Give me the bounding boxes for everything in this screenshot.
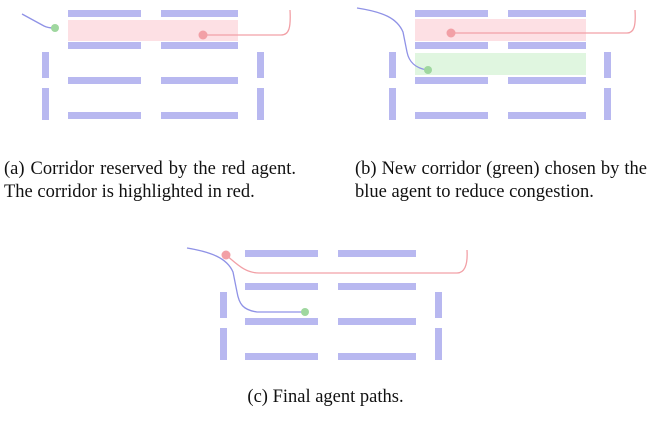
blue-agent-start — [51, 24, 59, 32]
red-agent-path — [451, 9, 636, 34]
red-agent-path — [225, 249, 468, 274]
red-agent-start — [221, 250, 231, 260]
shelves — [220, 250, 442, 360]
panel-b-diagram — [356, 7, 636, 120]
caption-b: (b) New corridor (green) chosen by the b… — [355, 159, 647, 202]
panel-a — [20, 0, 300, 130]
shelves — [389, 10, 611, 120]
red-agent — [198, 30, 208, 40]
panel-c — [185, 240, 481, 368]
panel-a-diagram — [21, 9, 291, 120]
blue-agent-path — [356, 7, 428, 71]
panel-c-diagram — [186, 247, 468, 360]
blue-agent-goal — [424, 66, 432, 74]
red-agent — [446, 28, 456, 38]
panel-b — [355, 0, 651, 130]
caption-c: (c) Final agent paths. — [247, 387, 404, 407]
red-corridor-highlight — [415, 19, 586, 41]
caption-a: (a) Corridor reserved by the red agent. … — [4, 159, 296, 202]
blue-agent-goal — [301, 308, 309, 316]
red-agent-path — [203, 9, 291, 36]
blue-agent-path — [186, 247, 305, 313]
blue-agent-path — [21, 13, 55, 29]
red-corridor-highlight — [68, 20, 238, 41]
green-corridor-highlight — [415, 53, 586, 75]
shelves — [42, 10, 264, 120]
